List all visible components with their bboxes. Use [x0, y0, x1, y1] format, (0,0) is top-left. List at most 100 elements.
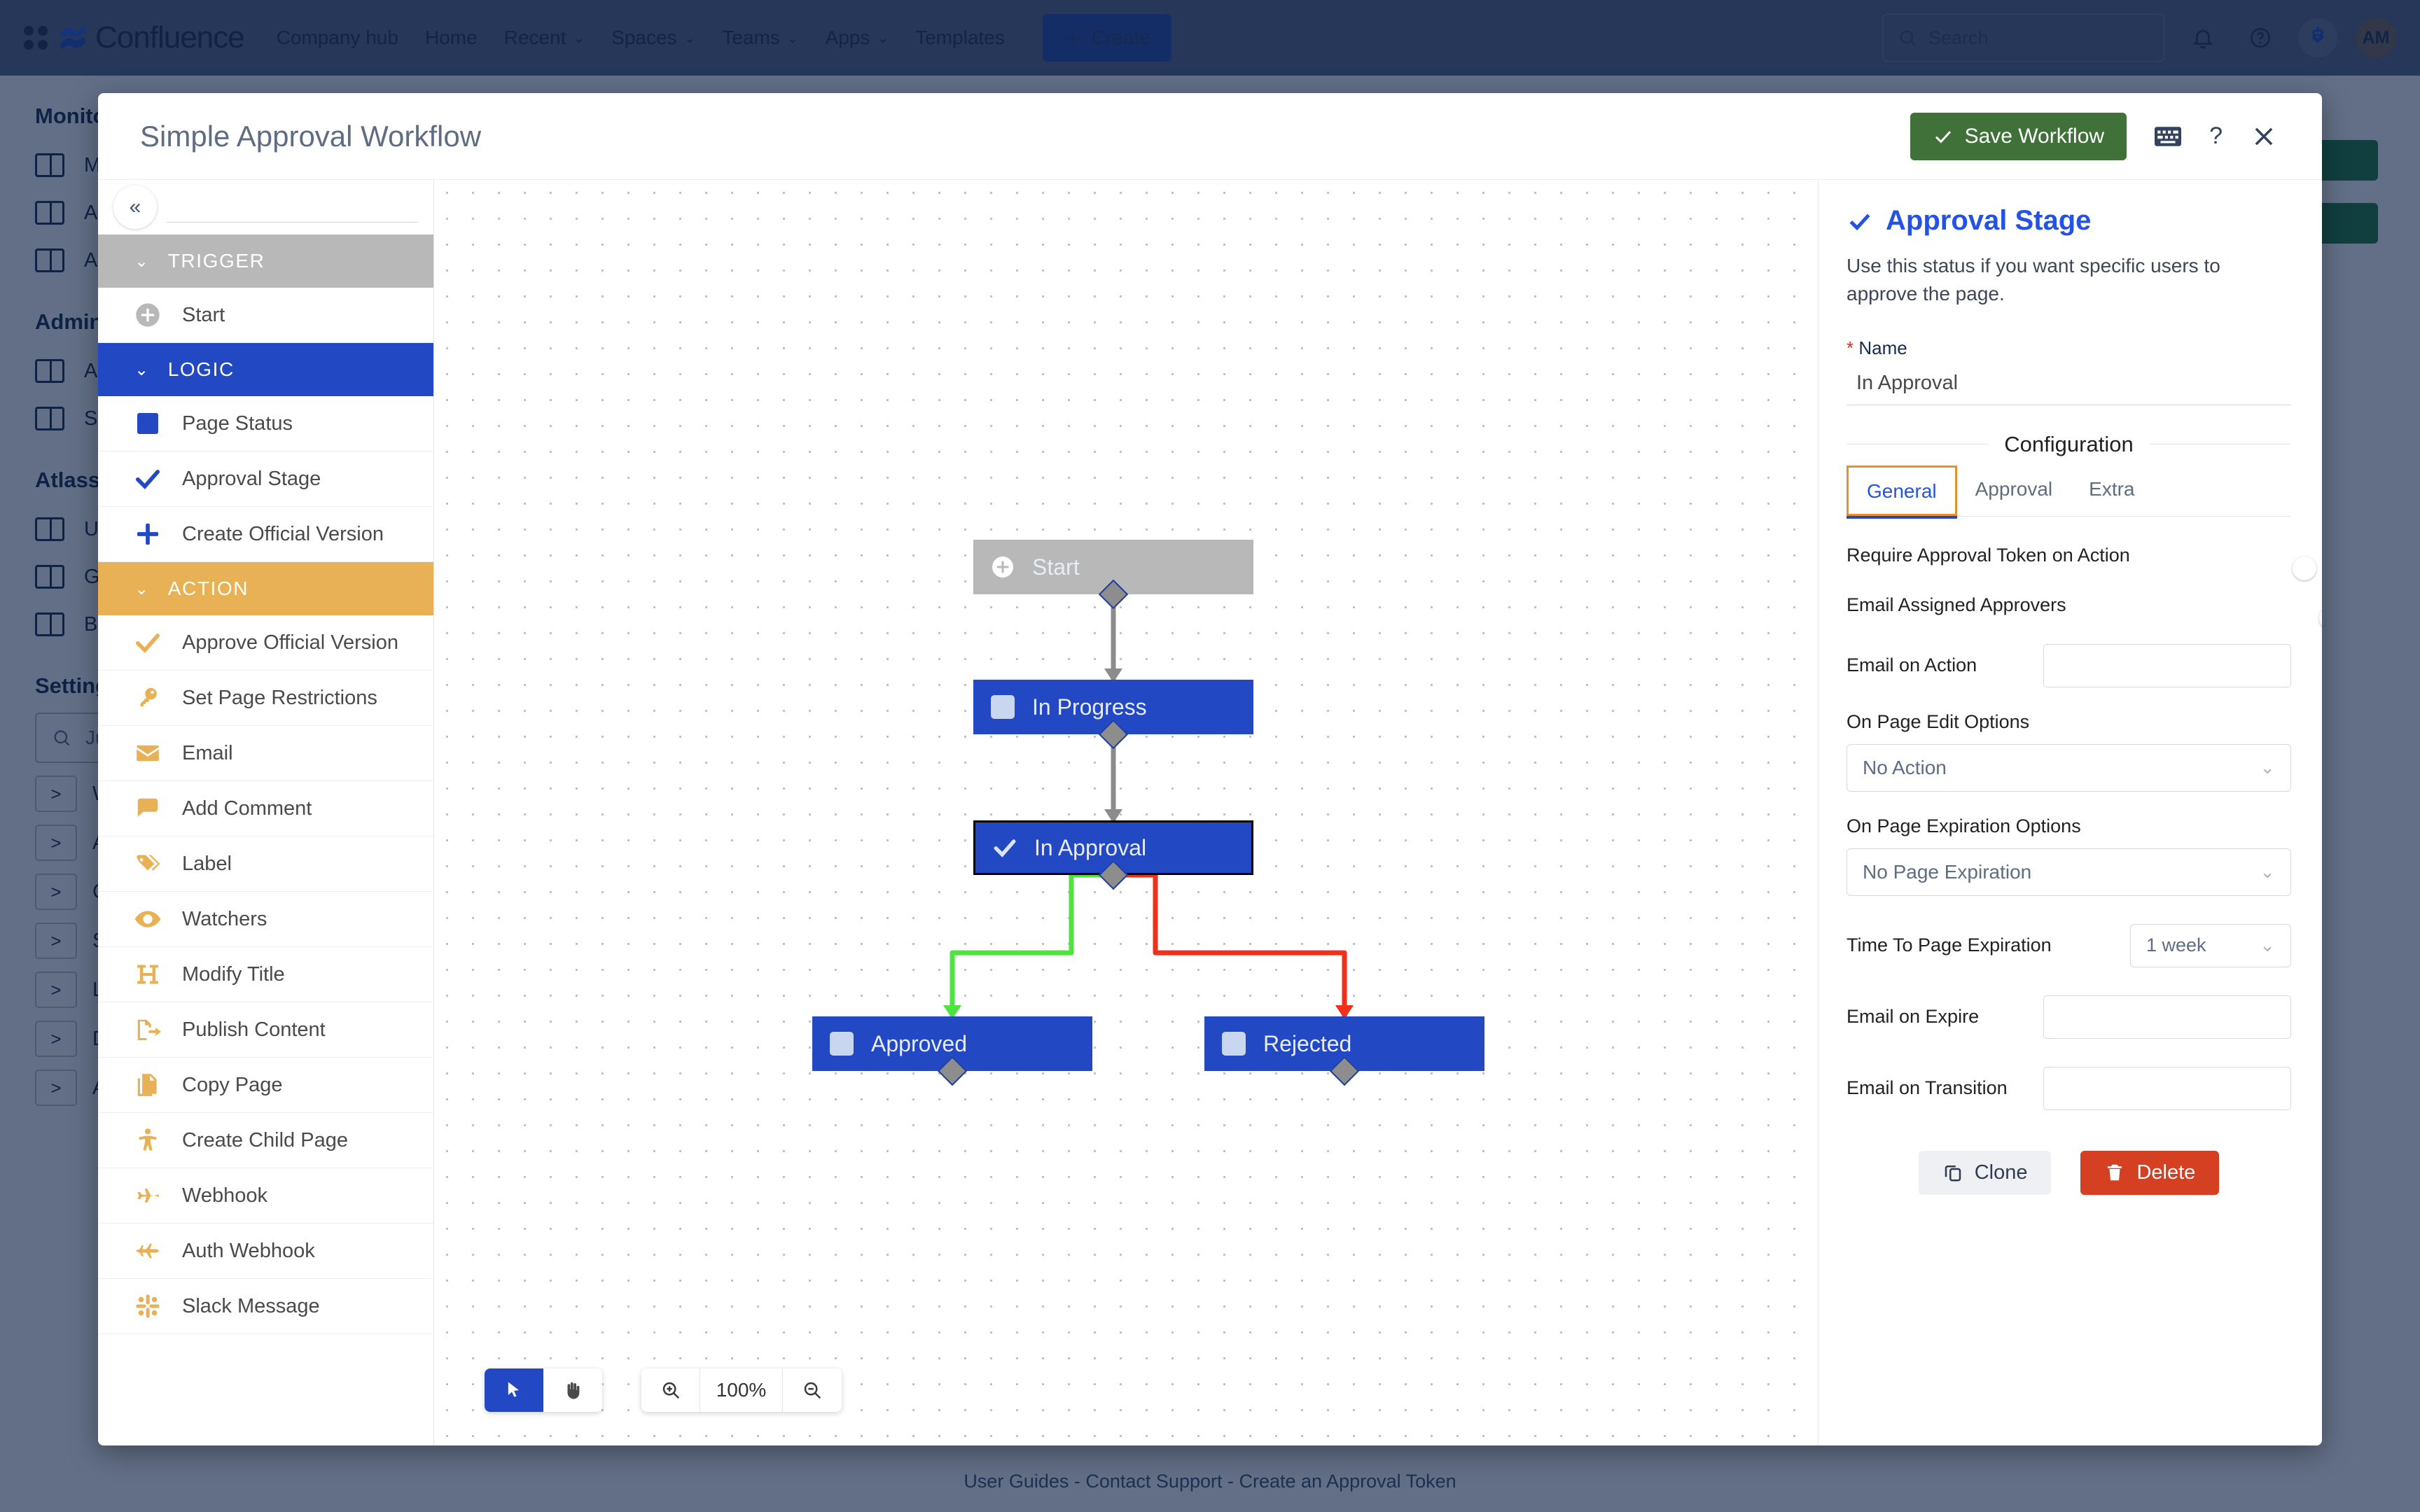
- palette-item-slack-message[interactable]: Slack Message: [98, 1279, 433, 1334]
- double-chevron-left-icon[interactable]: «: [113, 186, 157, 229]
- email-on-action-row: Email on Action: [1847, 643, 2291, 687]
- slack-icon: [133, 1292, 162, 1321]
- delete-button[interactable]: Delete: [2080, 1150, 2220, 1195]
- palette-group-logic[interactable]: ⌄LOGIC: [98, 343, 433, 396]
- cursor-arrow-icon[interactable]: [485, 1368, 543, 1412]
- palette-item-label: Publish Content: [182, 1018, 326, 1041]
- modal-header: Simple Approval Workflow Save Workflow ?: [98, 93, 2322, 180]
- copy-icon: [1945, 1166, 1961, 1182]
- palette-item-label: Set Page Restrictions: [182, 686, 377, 709]
- palette-item-approval-stage[interactable]: Approval Stage: [98, 451, 433, 507]
- on-page-expiration-select[interactable]: No Page Expiration ⌄: [1847, 848, 2291, 896]
- check-icon: [133, 464, 162, 493]
- palette-item-label: Create Official Version: [182, 522, 384, 545]
- palette-item-label: Approve Official Version: [182, 631, 398, 654]
- email-on-action-input[interactable]: [2043, 643, 2291, 687]
- tab-extra[interactable]: Extra: [2089, 477, 2135, 500]
- palette-item-copy-page[interactable]: Copy Page: [98, 1058, 433, 1113]
- palette-group-label: TRIGGER: [167, 250, 265, 272]
- plane-icon: [133, 1181, 162, 1210]
- palette-item-create-official-version[interactable]: Create Official Version: [98, 507, 433, 562]
- name-field-label: * Name: [1847, 337, 2291, 359]
- eye-icon: [133, 904, 162, 934]
- palette-toolbar: «: [98, 180, 433, 234]
- palette-item-approve-official-version[interactable]: Approve Official Version: [98, 615, 433, 671]
- on-page-expiration-group: On Page Expiration Options No Page Expir…: [1847, 816, 2291, 896]
- palette-item-label: Label: [182, 852, 232, 875]
- on-page-edit-label: On Page Edit Options: [1847, 710, 2030, 732]
- palette-search-input[interactable]: [167, 192, 418, 223]
- plus-circle-icon: [989, 553, 1017, 581]
- palette-item-auth-webhook[interactable]: Auth Webhook: [98, 1224, 433, 1279]
- time-to-expiration-select[interactable]: 1 week ⌄: [2130, 923, 2291, 967]
- zoom-out-icon[interactable]: [783, 1368, 842, 1412]
- hand-icon[interactable]: [543, 1368, 602, 1412]
- palette-item-label: Add Comment: [182, 797, 312, 820]
- zoom-in-icon[interactable]: [641, 1368, 700, 1412]
- config-panel-title: Approval Stage: [1847, 205, 2291, 237]
- palette-item-start[interactable]: Start: [98, 288, 433, 343]
- chevron-down-icon: ⌄: [2260, 934, 2275, 955]
- email-on-expire-input[interactable]: [2043, 995, 2291, 1039]
- palette-item-label: Slack Message: [182, 1294, 320, 1317]
- chevron-down-icon: ⌄: [134, 360, 150, 379]
- palette-item-page-status[interactable]: Page Status: [98, 396, 433, 451]
- name-input[interactable]: [1847, 358, 2291, 405]
- on-page-edit-group: On Page Edit Options No Action ⌄: [1847, 711, 2291, 792]
- config-description: Use this status if you want specific use…: [1847, 255, 2220, 304]
- palette-item-label: Create Child Page: [182, 1128, 348, 1152]
- email-on-transition-input[interactable]: [2043, 1066, 2291, 1110]
- palette-item-watchers[interactable]: Watchers: [98, 892, 433, 947]
- on-page-expiration-value: No Page Expiration: [1863, 860, 2032, 883]
- require-token-row: Require Approval Token on Action: [1847, 545, 2316, 580]
- zoom-level-value[interactable]: 100%: [700, 1368, 783, 1412]
- jet-icon: [133, 1236, 162, 1266]
- on-page-edit-select[interactable]: No Action ⌄: [1847, 743, 2291, 792]
- on-page-edit-value: No Action: [1863, 756, 1947, 778]
- email-on-transition-label: Email on Transition: [1847, 1077, 2008, 1098]
- palette-group-label: ACTION: [167, 578, 249, 599]
- palette-group-action[interactable]: ⌄ACTION: [98, 562, 433, 615]
- email-on-expire-row: Email on Expire: [1847, 995, 2291, 1039]
- check-icon: [991, 834, 1019, 862]
- email-on-action-label: Email on Action: [1847, 654, 1977, 676]
- clone-button[interactable]: Clone: [1918, 1150, 2052, 1195]
- palette-item-modify-title[interactable]: Modify Title: [98, 947, 433, 1002]
- save-workflow-button[interactable]: Save Workflow: [1910, 112, 2127, 160]
- palette-item-publish-content[interactable]: Publish Content: [98, 1002, 433, 1058]
- key-icon: [133, 683, 162, 713]
- workflow-builder-modal: Simple Approval Workflow Save Workflow ?…: [98, 93, 2322, 1446]
- name-label-text: Name: [1858, 337, 1907, 358]
- close-icon[interactable]: [2251, 123, 2277, 150]
- palette-item-label: Approval Stage: [182, 467, 321, 490]
- canvas-toolbar: 100%: [485, 1368, 842, 1412]
- palette-item-webhook[interactable]: Webhook: [98, 1168, 433, 1224]
- tab-general[interactable]: General: [1847, 465, 1957, 516]
- connector-wires: [943, 594, 1354, 1019]
- palette-item-label[interactable]: Label: [98, 836, 433, 892]
- palette-item-create-child-page[interactable]: Create Child Page: [98, 1113, 433, 1168]
- publish-icon: [133, 1015, 162, 1044]
- square-icon: [828, 1030, 856, 1058]
- tab-approval[interactable]: Approval: [1975, 477, 2053, 500]
- help-icon[interactable]: ?: [2209, 122, 2223, 149]
- comment-icon: [133, 794, 162, 823]
- palette-item-add-comment[interactable]: Add Comment: [98, 781, 433, 836]
- palette-item-label: Modify Title: [182, 962, 285, 986]
- required-marker: *: [1847, 337, 1854, 358]
- palette-group-trigger[interactable]: ⌄ TRIGGER: [98, 234, 433, 288]
- modal-header-actions: Save Workflow ?: [1910, 112, 2277, 160]
- copy-page-icon: [133, 1070, 162, 1100]
- email-approvers-label: Email Assigned Approvers: [1847, 594, 2066, 615]
- node-in-approval[interactable]: In Approval: [973, 820, 1253, 875]
- chevron-down-icon: ⌄: [134, 251, 150, 271]
- check-icon: [1935, 130, 1951, 144]
- check-icon: [133, 628, 162, 657]
- palette-item-set-page-restrictions[interactable]: Set Page Restrictions: [98, 671, 433, 726]
- palette-item-email[interactable]: Email: [98, 726, 433, 781]
- keyboard-shortcuts-icon[interactable]: [2155, 126, 2182, 146]
